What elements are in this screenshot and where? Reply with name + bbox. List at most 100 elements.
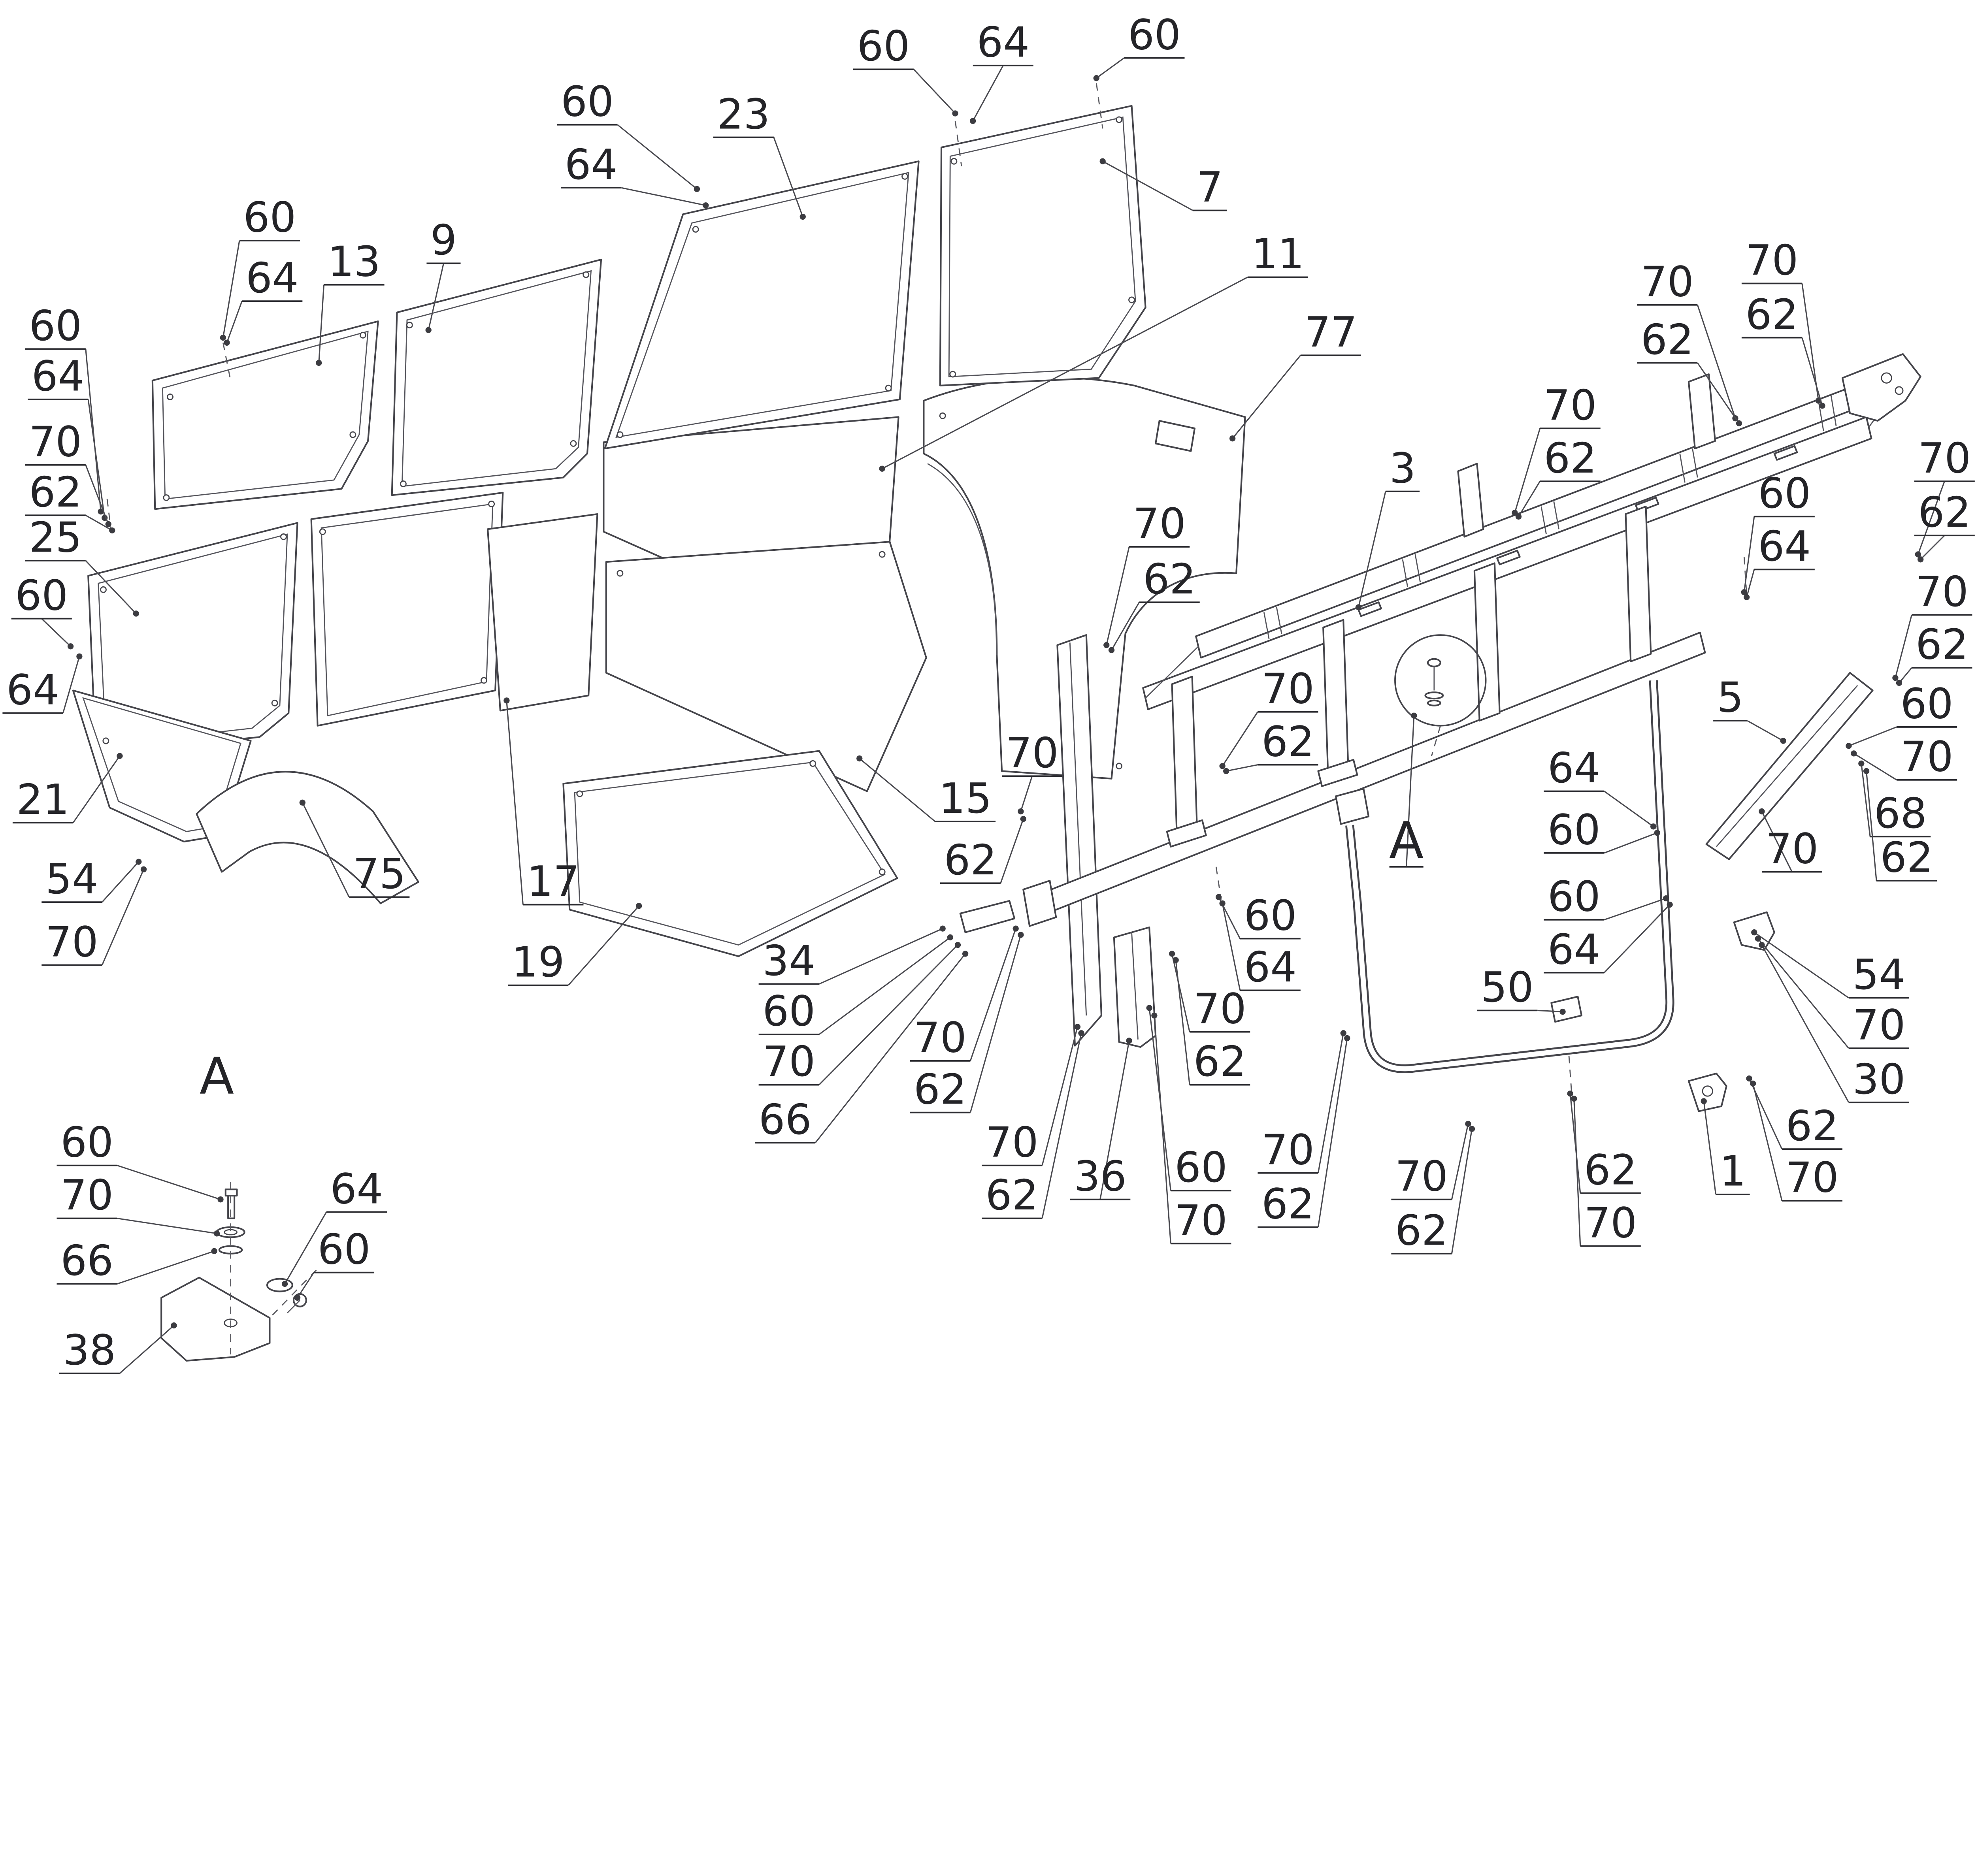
leader-line: [913, 69, 956, 114]
callout-54: 54: [41, 855, 142, 903]
callout-text: 64: [977, 18, 1029, 66]
hole: [271, 699, 278, 706]
detail-bolt-head: [224, 1189, 238, 1197]
rail-end-connector: [1145, 646, 1199, 699]
leader-line: [1703, 1101, 1717, 1195]
leader-line: [318, 284, 325, 363]
callout-text: 70: [1765, 824, 1818, 873]
leader-line: [1537, 1010, 1563, 1013]
callout-64: 64: [1544, 744, 1657, 830]
callout-13: 13: [316, 237, 385, 366]
hole: [100, 586, 107, 593]
leader-target-dot: [1851, 750, 1857, 757]
callout-62: 62: [910, 932, 1024, 1113]
callout-text: 60: [318, 1225, 371, 1273]
leader-target-dot: [299, 799, 305, 806]
hole: [481, 677, 487, 684]
leader-line: [1861, 763, 1871, 837]
leader-line: [1697, 305, 1736, 419]
leader-target-dot: [133, 610, 140, 617]
part-34-bracket: [959, 900, 1016, 933]
center-line: [1431, 725, 1441, 756]
leader-line: [87, 399, 106, 518]
part-7-panel-inner: [948, 116, 1136, 377]
callout-text: 34: [762, 936, 815, 985]
leader-target-dot: [1746, 1075, 1752, 1082]
frame-tab: [1688, 373, 1716, 450]
leader-target-dot: [1896, 680, 1902, 686]
center-line: [270, 1270, 317, 1317]
callout-text: 62: [1143, 555, 1196, 603]
hole: [570, 440, 577, 447]
callout-text: 70: [1395, 1152, 1448, 1200]
leader-target-dot: [1215, 894, 1222, 900]
leader-target-dot: [799, 213, 806, 220]
callout-60: 60: [220, 193, 300, 341]
hole: [1116, 763, 1123, 770]
callout-70: 70: [1219, 664, 1318, 769]
callout-text: 60: [60, 1118, 113, 1166]
detail-a-view-group: [160, 1189, 307, 1362]
callout-70: 70: [25, 417, 111, 527]
leader-target-dot: [1736, 420, 1742, 427]
part-7-panel: [939, 105, 1146, 386]
callout-66: 66: [57, 1236, 217, 1285]
leader-line: [101, 869, 144, 966]
leader-line: [1222, 711, 1258, 767]
leader-line: [1920, 535, 1945, 560]
frame-end-bracket: [1841, 353, 1921, 422]
leader-target-dot: [1863, 768, 1870, 774]
hole: [280, 533, 287, 540]
callout-17: 17: [503, 697, 584, 906]
hole: [617, 431, 624, 438]
leader-target-dot: [970, 118, 976, 124]
leader-target-dot: [1146, 1005, 1152, 1011]
callout-A: A: [200, 1047, 234, 1106]
leader-target-dot: [1169, 951, 1175, 957]
crossmember: [1263, 612, 1270, 639]
callout-text: 60: [15, 571, 68, 620]
callout-11: 11: [879, 230, 1308, 472]
part-9-panel-inner: [401, 270, 592, 487]
callout-text: 77: [1304, 308, 1357, 356]
leader-target-dot: [117, 753, 123, 759]
panel-holes: [100, 116, 1135, 876]
leader-target-dot: [294, 1294, 301, 1301]
part-50-clamp: [1550, 996, 1582, 1023]
frame-post-inner: [1069, 642, 1087, 1016]
leader-line: [85, 349, 102, 512]
leader-target-dot: [1340, 1030, 1346, 1036]
callout-text: 64: [565, 140, 618, 189]
rail-slot: [1496, 550, 1521, 565]
callout-62: 62: [1391, 1126, 1475, 1255]
callout-text: 50: [1481, 963, 1534, 1011]
hole: [406, 322, 413, 329]
leader-line: [1041, 1033, 1082, 1219]
leader-target-dot: [694, 186, 700, 192]
callout-text: 23: [717, 90, 770, 138]
leader-line: [969, 928, 1016, 1061]
frame-leg: [1473, 562, 1501, 722]
detail-washer-64: [266, 1278, 293, 1292]
callout-text: 62: [986, 1171, 1039, 1219]
leader-line: [428, 263, 445, 330]
frame-leg: [1322, 619, 1350, 782]
callout-text: 62: [1395, 1206, 1448, 1255]
leader-target-dot: [856, 755, 863, 762]
latch-hole: [1702, 1085, 1713, 1097]
callout-64: 64: [224, 254, 303, 346]
leader-target-dot: [1559, 1008, 1566, 1015]
callout-70: 70: [1512, 381, 1601, 516]
callout-text: 15: [939, 774, 992, 823]
callout-19: 19: [508, 903, 642, 986]
callout-text: 70: [1918, 434, 1971, 482]
callout-60: 60: [57, 1118, 224, 1203]
frame-leg-foot: [1317, 759, 1358, 787]
leader-target-dot: [1108, 647, 1115, 654]
callout-text: 64: [1758, 522, 1811, 571]
callout-64: 64: [1219, 900, 1301, 991]
leader-target-dot: [76, 653, 83, 660]
callout-23: 23: [713, 90, 806, 220]
leader-target-dot: [962, 951, 969, 957]
crossmember: [1692, 448, 1698, 478]
